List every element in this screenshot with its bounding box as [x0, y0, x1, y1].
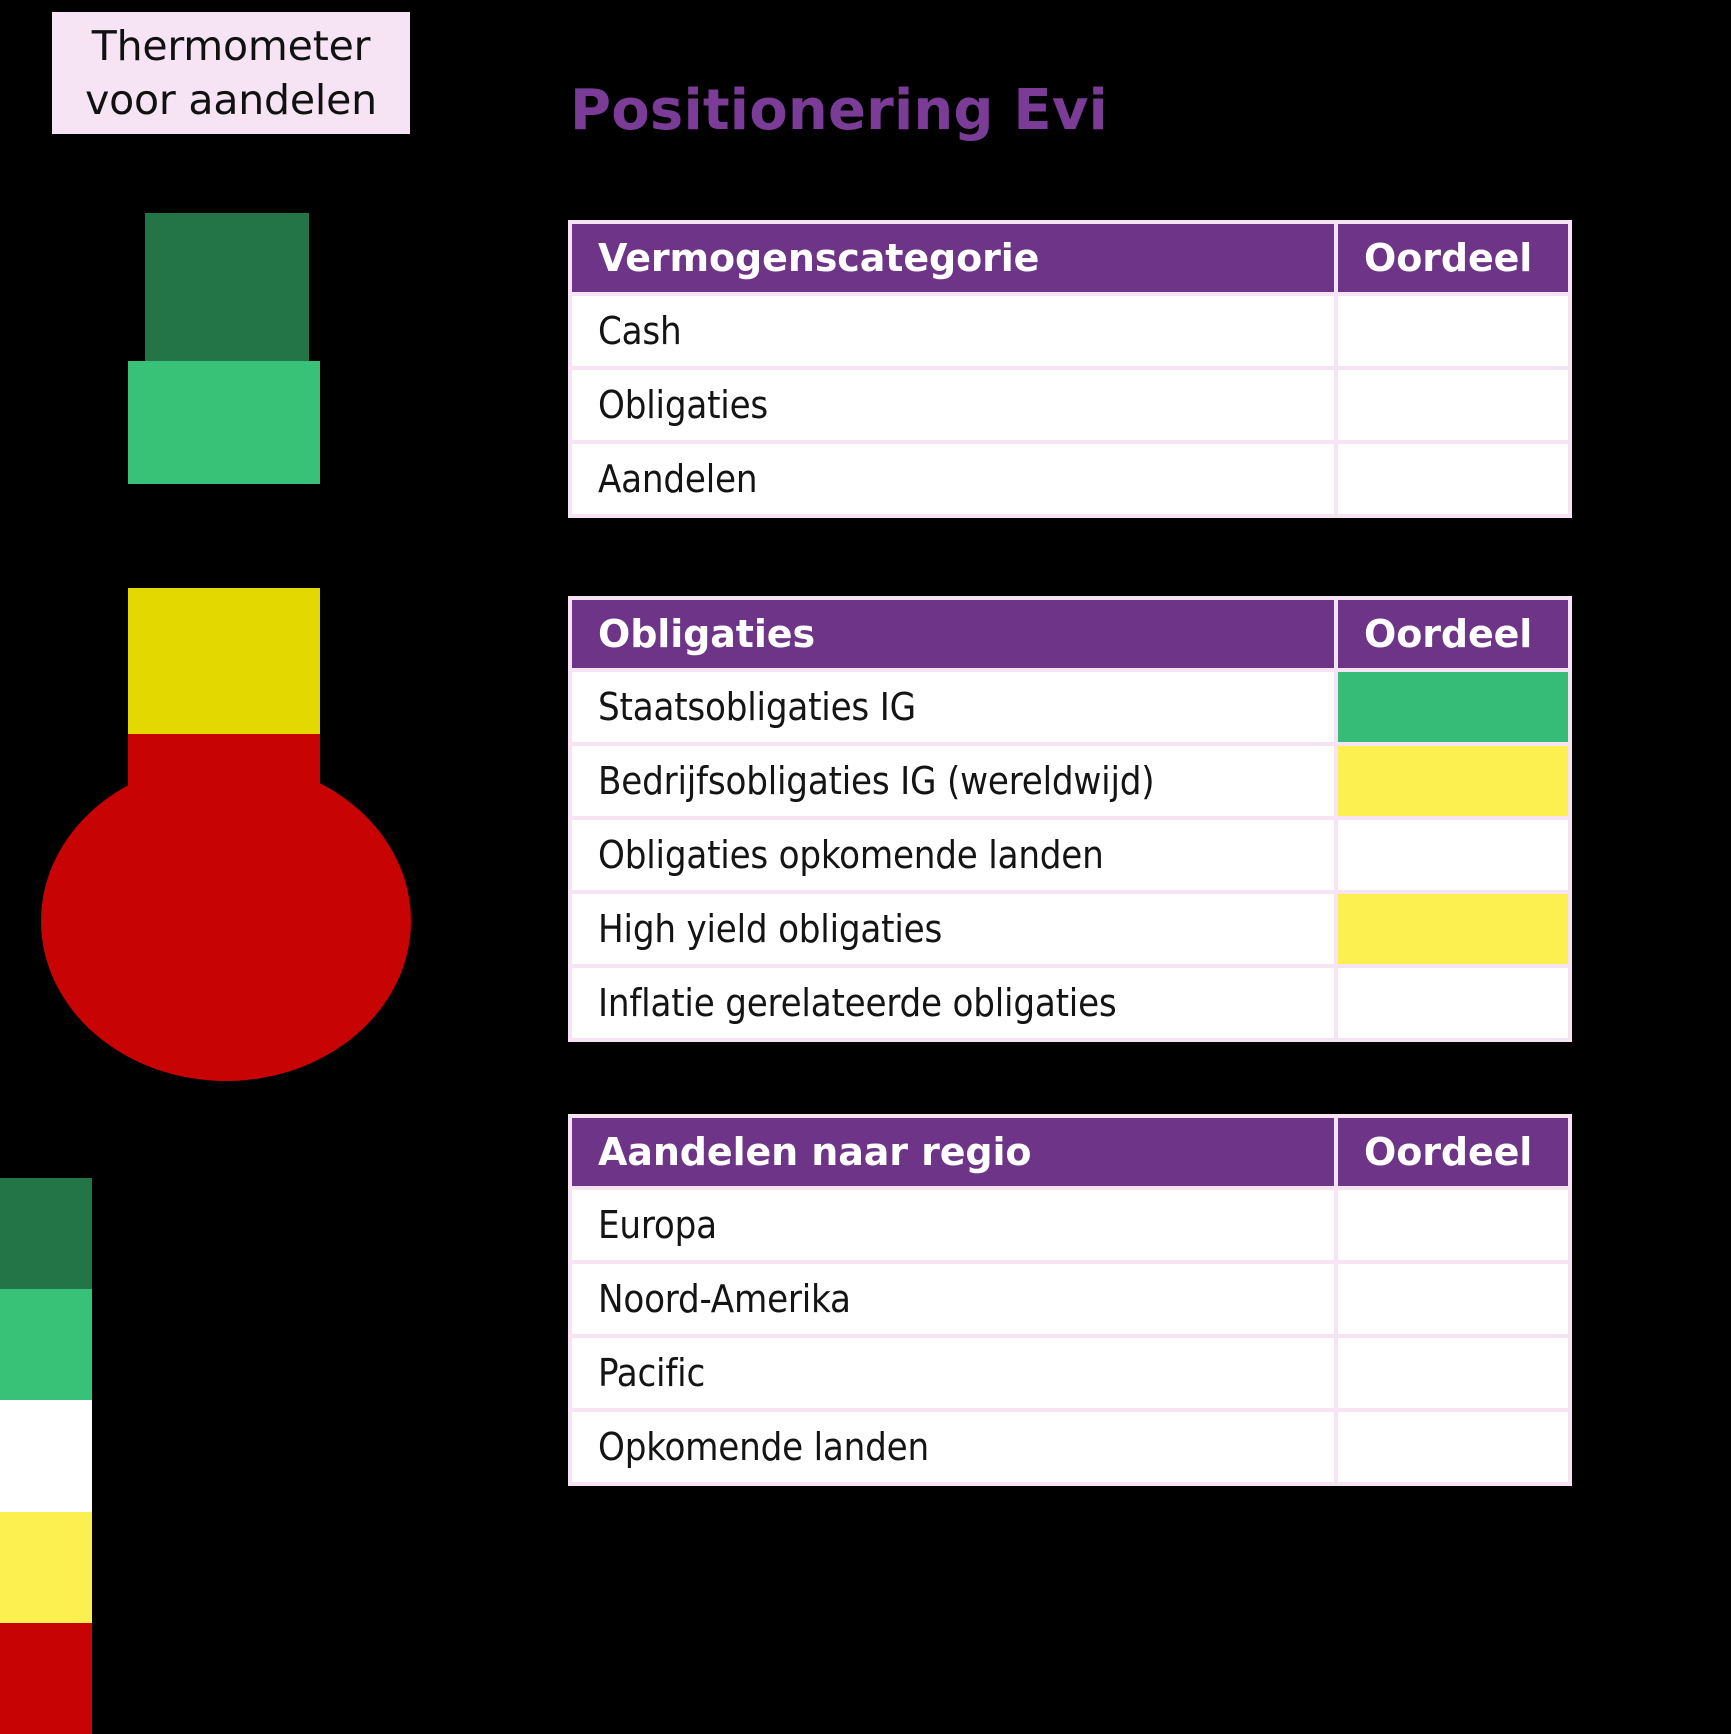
row-label: Inflatie gerelateerde obligaties: [572, 968, 1334, 1038]
thermometer-bulb: [41, 761, 411, 1081]
table-row: Obligaties: [572, 370, 1568, 440]
table-row: Europa: [572, 1190, 1568, 1260]
row-label: Obligaties: [572, 370, 1334, 440]
column-header-oordeel: Oordeel: [1338, 1118, 1568, 1186]
table-row: Pacific: [572, 1338, 1568, 1408]
row-oordeel-swatch: [1338, 672, 1568, 742]
row-oordeel-swatch: [1338, 1412, 1568, 1482]
legend-swatch-neutraal: [0, 1400, 92, 1512]
thermometer-caption-box: Thermometer voor aandelen: [52, 12, 410, 134]
legend-swatch-sterk-negatief: [0, 1622, 92, 1734]
table-row: Aandelen: [572, 444, 1568, 514]
page-title: Positionering Evi: [570, 78, 1108, 143]
row-label: Opkomende landen: [572, 1412, 1334, 1482]
column-header-oordeel: Oordeel: [1338, 224, 1568, 292]
table-row: Inflatie gerelateerde obligaties: [572, 968, 1568, 1038]
row-oordeel-swatch: [1338, 444, 1568, 514]
row-oordeel-swatch: [1338, 968, 1568, 1038]
legend-swatch-positief: [0, 1289, 92, 1401]
row-label: Noord-Amerika: [572, 1264, 1334, 1334]
column-header-category: Aandelen naar regio: [572, 1118, 1334, 1186]
legend-swatch-negatief: [0, 1511, 92, 1623]
row-oordeel-swatch: [1338, 820, 1568, 890]
legend-swatch-sterk-positief: [0, 1178, 92, 1290]
table-row: Cash: [572, 296, 1568, 366]
colour-legend-strip: [0, 1178, 92, 1734]
table-row: Bedrijfsobligaties IG (wereldwijd): [572, 746, 1568, 816]
row-label: Europa: [572, 1190, 1334, 1260]
table-row: Noord-Amerika: [572, 1264, 1568, 1334]
thermometer-segment-yellow: [128, 588, 320, 734]
row-oordeel-swatch: [1338, 296, 1568, 366]
row-oordeel-swatch: [1338, 1264, 1568, 1334]
thermometer-segment-dark-green: [145, 213, 309, 361]
row-oordeel-swatch: [1338, 746, 1568, 816]
row-label: Staatsobligaties IG: [572, 672, 1334, 742]
column-header-oordeel: Oordeel: [1338, 600, 1568, 668]
row-label: Cash: [572, 296, 1334, 366]
row-label: Aandelen: [572, 444, 1334, 514]
column-header-category: Vermogenscategorie: [572, 224, 1334, 292]
row-label: Obligaties opkomende landen: [572, 820, 1334, 890]
thermometer-graphic: [0, 190, 470, 1120]
row-label: Pacific: [572, 1338, 1334, 1408]
column-header-category: Obligaties: [572, 600, 1334, 668]
row-oordeel-swatch: [1338, 1190, 1568, 1260]
table-row: Staatsobligaties IG: [572, 672, 1568, 742]
thermometer-caption-line-1: Thermometer: [91, 21, 371, 70]
row-label: Bedrijfsobligaties IG (wereldwijd): [572, 746, 1334, 816]
thermometer-caption-line-2: voor aandelen: [85, 76, 377, 124]
row-oordeel-swatch: [1338, 1338, 1568, 1408]
row-oordeel-swatch: [1338, 370, 1568, 440]
row-oordeel-swatch: [1338, 894, 1568, 964]
row-label: High yield obligaties: [572, 894, 1334, 964]
table-row: Obligaties opkomende landen: [572, 820, 1568, 890]
table-row: High yield obligaties: [572, 894, 1568, 964]
thermometer-segment-green: [128, 361, 320, 484]
table-row: Opkomende landen: [572, 1412, 1568, 1482]
